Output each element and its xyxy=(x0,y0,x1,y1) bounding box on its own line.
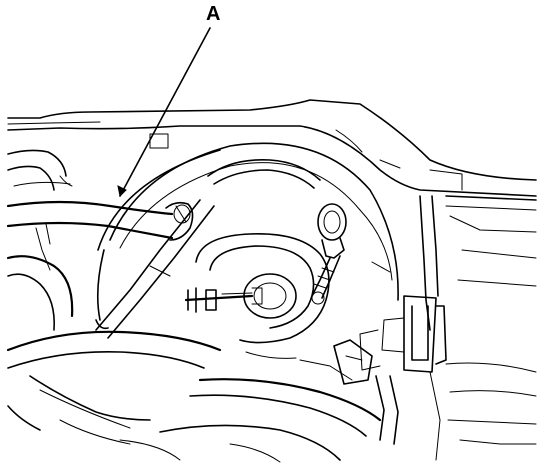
electrical-connector xyxy=(333,295,537,461)
upper-left-harness xyxy=(7,149,73,271)
master-cylinder xyxy=(184,233,330,344)
callout-label-a: A xyxy=(206,3,221,25)
vacuum-hose-a xyxy=(6,200,194,241)
brake-line-fitting xyxy=(207,159,347,305)
diagonal-member xyxy=(95,199,215,339)
side-bracket xyxy=(419,195,537,331)
cowl-panel xyxy=(7,99,537,197)
brake-booster xyxy=(95,142,399,330)
lower-left-hoses xyxy=(6,255,222,445)
lower-center-parts xyxy=(119,351,382,463)
callout-leader xyxy=(117,27,211,198)
